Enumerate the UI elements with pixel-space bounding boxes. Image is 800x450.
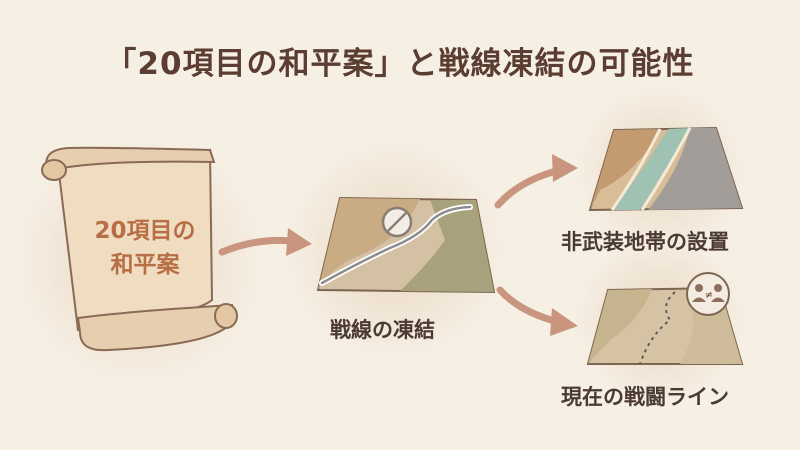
battle-line-map-icon: ≠ xyxy=(586,272,744,365)
freeze-label: 戦線の凍結 xyxy=(330,318,435,342)
dmz-label: 非武装地帯の設置 xyxy=(561,230,729,254)
arrow-to-freeze xyxy=(218,228,312,256)
arrow-to-dmz xyxy=(494,154,578,209)
scroll-line-1: 20項目の xyxy=(94,218,196,244)
scroll-line-2: 和平案 xyxy=(110,252,180,278)
page-title: 「20項目の和平案」と戦線凍結の可能性 xyxy=(105,46,695,82)
prohibited-icon xyxy=(381,206,413,238)
frozen-frontline-map-icon xyxy=(316,196,496,294)
terrain-map-icon xyxy=(588,126,744,212)
arrow-to-battle-line xyxy=(496,286,578,336)
scroll-text: 20項目の 和平案 xyxy=(70,214,220,282)
battle-line-label: 現在の戦闘ライン xyxy=(561,385,729,409)
svg-text:≠: ≠ xyxy=(705,290,713,301)
people-not-equal-icon: ≠ xyxy=(686,272,730,316)
scroll-icon xyxy=(41,146,238,352)
